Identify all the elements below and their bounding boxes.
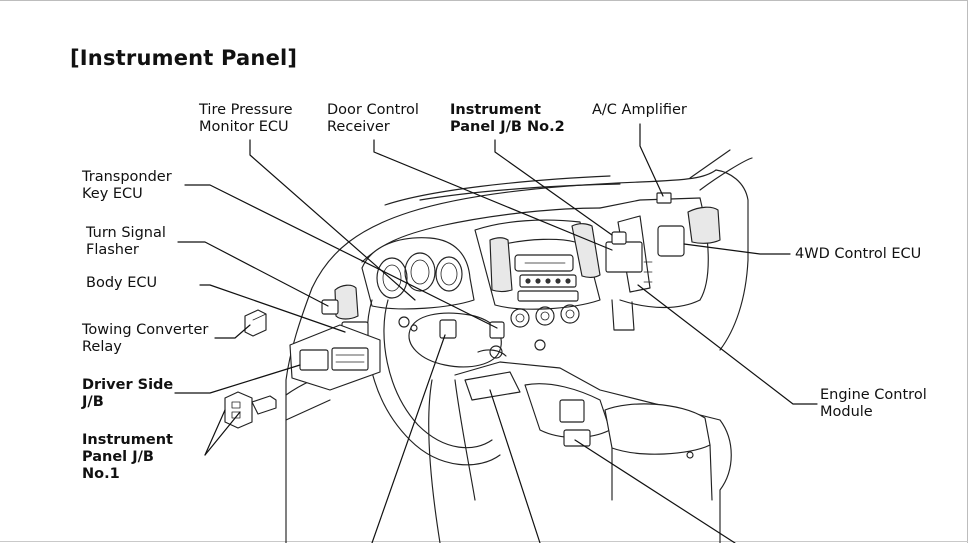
leader-transponder (184, 184, 498, 329)
label-door-control-receiver: Door Control Receiver (327, 102, 419, 135)
label-driver-side-jb: Driver Side J/B (82, 377, 174, 410)
leader-jb-no1-a (204, 409, 226, 456)
center-stack (474, 219, 601, 328)
frame-top-border (0, 0, 968, 1)
instrument-panel-jb-no1-part (224, 391, 277, 429)
label-turn-signal-flasher: Turn Signal Flasher (86, 225, 166, 258)
leader-driver-side-jb (174, 364, 301, 394)
label-tire-pressure-monitor-ecu: Tire Pressure Monitor ECU (199, 102, 293, 135)
label-body-ecu: Body ECU (86, 275, 158, 291)
leader-turn-signal (177, 241, 329, 307)
left-dash-components (289, 284, 505, 391)
towing-converter-relay-part (244, 309, 267, 337)
leader-body-ecu (199, 284, 346, 333)
label-instrument-panel-jb-no1: Instrument Panel J/B No.1 (82, 432, 173, 482)
label-towing-converter-relay: Towing Converter Relay (82, 322, 209, 355)
leader-4wd-control (683, 243, 791, 255)
leader-jb-no1-b (204, 411, 241, 456)
leader-bottom-2 (489, 389, 541, 543)
leader-bottom-1 (371, 334, 446, 543)
label-instrument-panel-jb-no2: Instrument Panel J/B No.2 (450, 102, 565, 135)
right-dash-components (605, 192, 721, 331)
label-4wd-control-ecu: 4WD Control ECU (795, 246, 922, 262)
leader-engine-control (637, 284, 818, 405)
leader-door-control (373, 139, 613, 251)
leader-towing-relay (214, 324, 251, 339)
frame-bottom-border (0, 541, 968, 542)
label-transponder-key-ecu: Transponder Key ECU (82, 169, 172, 202)
label-ac-amplifier: A/C Amplifier (592, 102, 687, 118)
label-engine-control-module: Engine Control Module (820, 387, 927, 420)
center-console (454, 339, 732, 543)
steering-wheel (366, 299, 502, 543)
leader-bottom-3 (574, 439, 736, 543)
leader-lines (174, 123, 818, 543)
diagram-title: [Instrument Panel] (70, 46, 298, 70)
leader-jb-no2 (494, 139, 613, 236)
leader-ac-amplifier (639, 123, 664, 197)
instrument-cluster (361, 237, 475, 310)
leader-tire-pressure (249, 139, 416, 301)
